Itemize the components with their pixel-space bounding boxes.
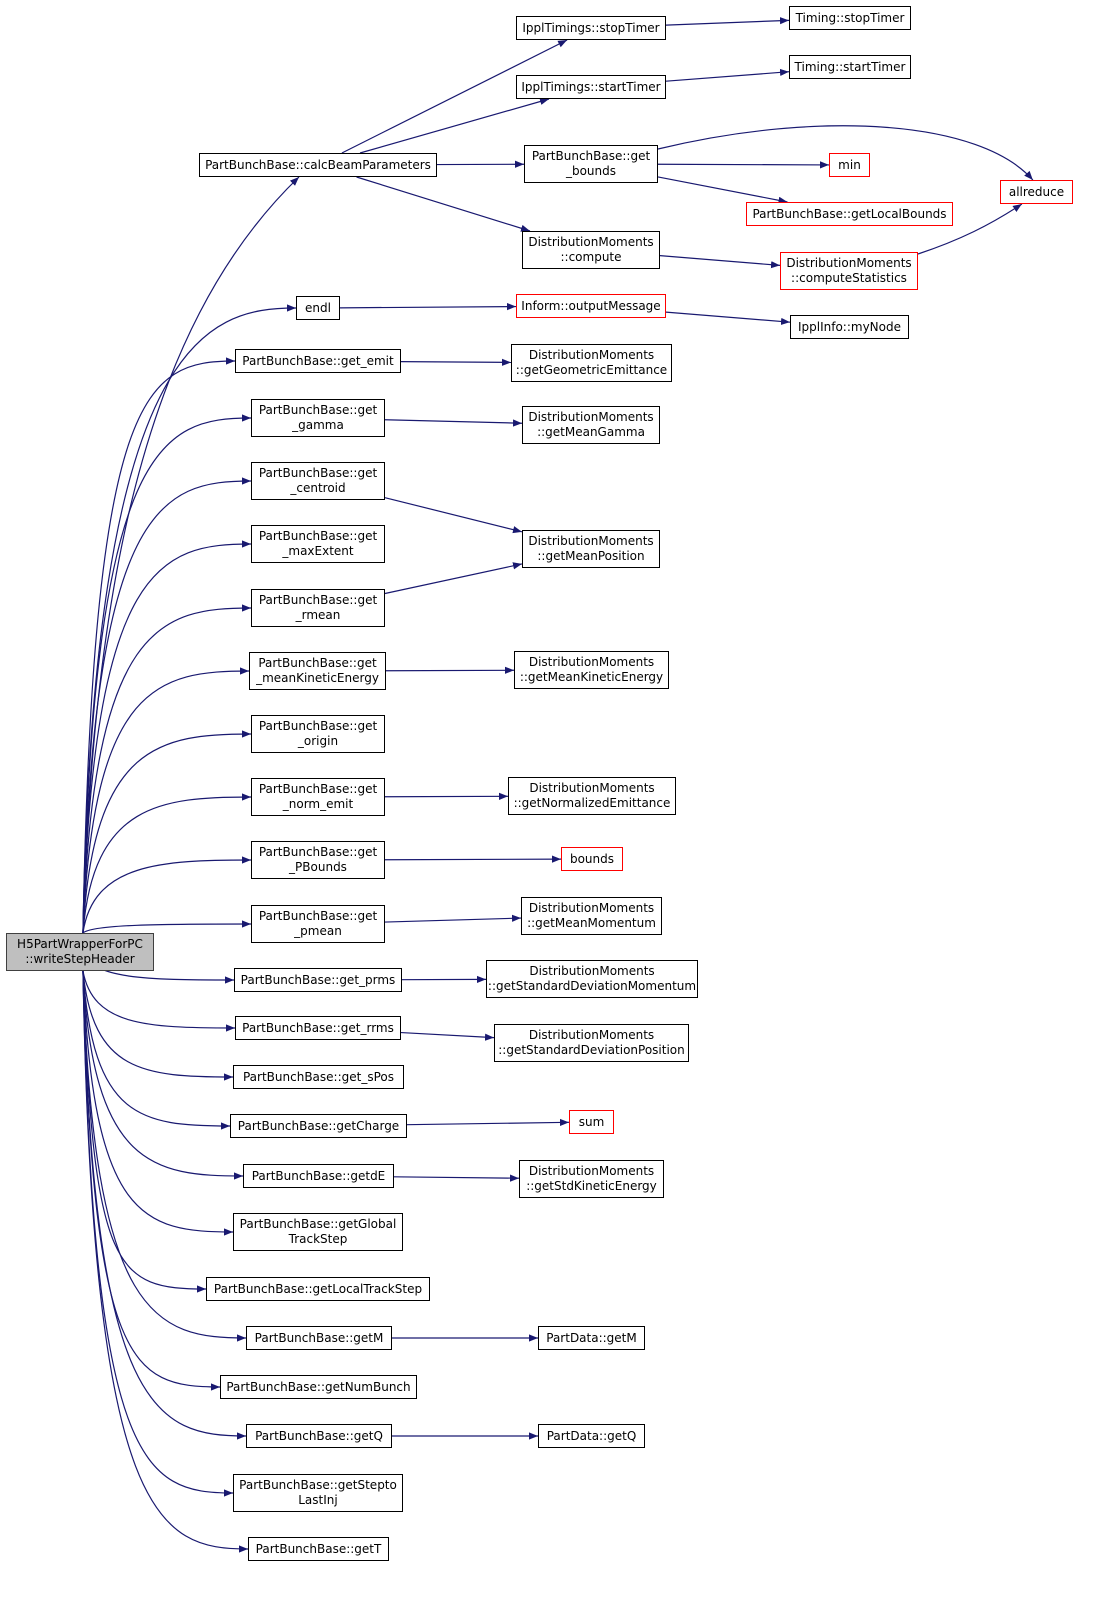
edge-outputMessage-to-myNode xyxy=(665,311,791,326)
edge-getPmean-to-getMeanMomentum xyxy=(384,914,522,923)
edge-endl-to-outputMessage xyxy=(339,303,517,311)
node-dm-getGeometricEmittance[interactable]: DistributionMoments::getGeometricEmittan… xyxy=(511,344,672,382)
edge-root-to-getPmean xyxy=(82,920,252,934)
node-dm-getMeanGamma[interactable]: DistributionMoments::getMeanGamma xyxy=(522,406,660,444)
node-getT[interactable]: PartBunchBase::getT xyxy=(248,1537,389,1561)
node-get-emit[interactable]: PartBunchBase::get_emit xyxy=(235,349,401,373)
node-calcBeamParameters[interactable]: PartBunchBase::calcBeamParameters xyxy=(199,153,437,177)
edge-getPBounds-to-bounds xyxy=(384,855,562,863)
edge-root-to-getT xyxy=(82,970,249,1553)
node-bounds[interactable]: bounds xyxy=(561,847,623,871)
node-dm-getStandardDeviationMomentum[interactable]: DistributionMoments::getStandardDeviatio… xyxy=(486,960,698,998)
node-root-writeStepHeader: H5PartWrapperForPC::writeStepHeader xyxy=(6,933,154,971)
node-getNumBunch[interactable]: PartBunchBase::getNumBunch xyxy=(220,1375,417,1399)
node-endl[interactable]: endl xyxy=(296,296,340,320)
node-getdE[interactable]: PartBunchBase::getdE xyxy=(243,1164,394,1188)
node-dm-getMeanPosition[interactable]: DistributionMoments::getMeanPosition xyxy=(522,530,660,568)
edge-getdE-to-getStdKineticEnergy xyxy=(393,1174,520,1182)
edge-root-to-getEmit xyxy=(82,357,236,934)
edge-root-to-getNormEmit xyxy=(82,793,252,934)
edge-root-to-getMeanKineticEnergy xyxy=(82,667,250,934)
node-get-rrms[interactable]: PartBunchBase::get_rrms xyxy=(235,1016,401,1040)
node-dm-computeStatistics[interactable]: DistributionMoments::computeStatistics xyxy=(780,252,918,290)
node-ippltimings-stopTimer[interactable]: IpplTimings::stopTimer xyxy=(516,16,666,40)
edge-root-to-getGlobalTrackStep xyxy=(82,970,234,1236)
node-partdata-getM[interactable]: PartData::getM xyxy=(538,1326,645,1350)
node-sum[interactable]: sum xyxy=(569,1110,614,1134)
node-dm-getNormalizedEmittance[interactable]: DistributionMoments::getNormalizedEmitta… xyxy=(508,777,676,815)
node-get-origin[interactable]: PartBunchBase::get_origin xyxy=(251,715,385,753)
node-get-gamma[interactable]: PartBunchBase::get_gamma xyxy=(251,399,385,437)
node-get-norm-emit[interactable]: PartBunchBase::get_norm_emit xyxy=(251,778,385,816)
node-partdata-getQ[interactable]: PartData::getQ xyxy=(538,1424,645,1448)
node-inform-outputMessage[interactable]: Inform::outputMessage xyxy=(516,294,666,318)
edge-root-to-getSPos xyxy=(82,970,234,1081)
node-get-rmean[interactable]: PartBunchBase::get_rmean xyxy=(251,589,385,627)
node-allreduce[interactable]: allreduce xyxy=(1000,180,1073,204)
edge-ipplStopTimer-to-timingStop xyxy=(665,17,790,26)
node-ipplinfo-myNode[interactable]: IpplInfo::myNode xyxy=(790,315,909,339)
node-ippltimings-startTimer[interactable]: IpplTimings::startTimer xyxy=(516,75,666,99)
node-get-PBounds[interactable]: PartBunchBase::get_PBounds xyxy=(251,841,385,879)
edge-getGamma-to-getMeanGamma xyxy=(384,419,523,427)
edge-getBounds-to-min xyxy=(657,161,830,169)
edge-dmCompute-to-dmComputeStatistics xyxy=(659,255,781,269)
node-dm-getStandardDeviationPosition[interactable]: DistributionMoments::getStandardDeviatio… xyxy=(494,1024,689,1062)
edge-getCharge-to-sum xyxy=(406,1118,570,1127)
node-get-bounds[interactable]: PartBunchBase::get_bounds xyxy=(524,145,658,183)
edge-calcBeamParameters-to-ipplStartTimer xyxy=(359,98,550,154)
edge-root-to-getCharge xyxy=(82,970,231,1130)
node-get-centroid[interactable]: PartBunchBase::get_centroid xyxy=(251,462,385,500)
edge-root-to-calcBeamParameters xyxy=(82,176,300,934)
node-dm-getMeanMomentum[interactable]: DistributionMoments::getMeanMomentum xyxy=(521,897,662,935)
node-dm-compute[interactable]: DistributionMoments::compute xyxy=(522,231,660,269)
edge-getEmit-to-getGeometricEmittance xyxy=(400,358,512,366)
node-get-pmean[interactable]: PartBunchBase::get_pmean xyxy=(251,905,385,943)
node-get-meanKineticEnergy[interactable]: PartBunchBase::get_meanKineticEnergy xyxy=(249,652,386,690)
node-get-prms[interactable]: PartBunchBase::get_prms xyxy=(234,968,402,992)
edge-getBounds-to-getLocalBounds xyxy=(657,176,788,204)
edge-root-to-getOrigin xyxy=(82,730,252,934)
edge-root-to-getPBounds xyxy=(82,856,252,934)
edge-root-to-getdE xyxy=(82,970,244,1180)
edge-calcBeamParameters-to-dmCompute xyxy=(356,176,531,232)
node-getM[interactable]: PartBunchBase::getM xyxy=(246,1326,392,1350)
edge-calcBeamParameters-to-ipplStopTimer xyxy=(341,39,568,154)
node-min[interactable]: min xyxy=(829,153,870,177)
node-timing-startTimer[interactable]: Timing::startTimer xyxy=(789,55,911,79)
node-get-maxExtent[interactable]: PartBunchBase::get_maxExtent xyxy=(251,525,385,563)
edge-getRrms-to-getStdDevPosition xyxy=(400,1031,495,1041)
edge-root-to-getMaxExtent xyxy=(82,540,252,934)
node-getLocalBounds[interactable]: PartBunchBase::getLocalBounds xyxy=(746,202,953,226)
node-getLocalTrackStep[interactable]: PartBunchBase::getLocalTrackStep xyxy=(206,1277,430,1301)
node-get-sPos[interactable]: PartBunchBase::get_sPos xyxy=(233,1065,404,1089)
edge-root-to-getM xyxy=(82,970,247,1342)
edge-root-to-getRmean xyxy=(82,604,252,934)
edge-root-to-getQ xyxy=(82,970,247,1440)
node-timing-stopTimer[interactable]: Timing::stopTimer xyxy=(789,6,911,30)
edge-getBounds-to-allreduce xyxy=(657,125,1034,181)
edge-root-to-getGamma xyxy=(82,414,252,934)
node-getCharge[interactable]: PartBunchBase::getCharge xyxy=(230,1114,407,1138)
edge-root-to-getRrms xyxy=(82,970,236,1032)
node-getQ[interactable]: PartBunchBase::getQ xyxy=(246,1424,392,1448)
edge-ipplStartTimer-to-timingStart xyxy=(665,68,790,82)
node-dm-getMeanKineticEnergy[interactable]: DistributionMoments::getMeanKineticEnerg… xyxy=(514,651,669,689)
edge-dmComputeStatistics-to-allreduce xyxy=(917,203,1023,255)
edge-getCentroid-to-getMeanPosition xyxy=(384,497,523,534)
edge-root-to-getCentroid xyxy=(82,477,252,934)
edge-getRmean-to-getMeanPosition xyxy=(384,562,523,595)
node-dm-getStdKineticEnergy[interactable]: DistributionMoments::getStdKineticEnergy xyxy=(519,1160,664,1198)
